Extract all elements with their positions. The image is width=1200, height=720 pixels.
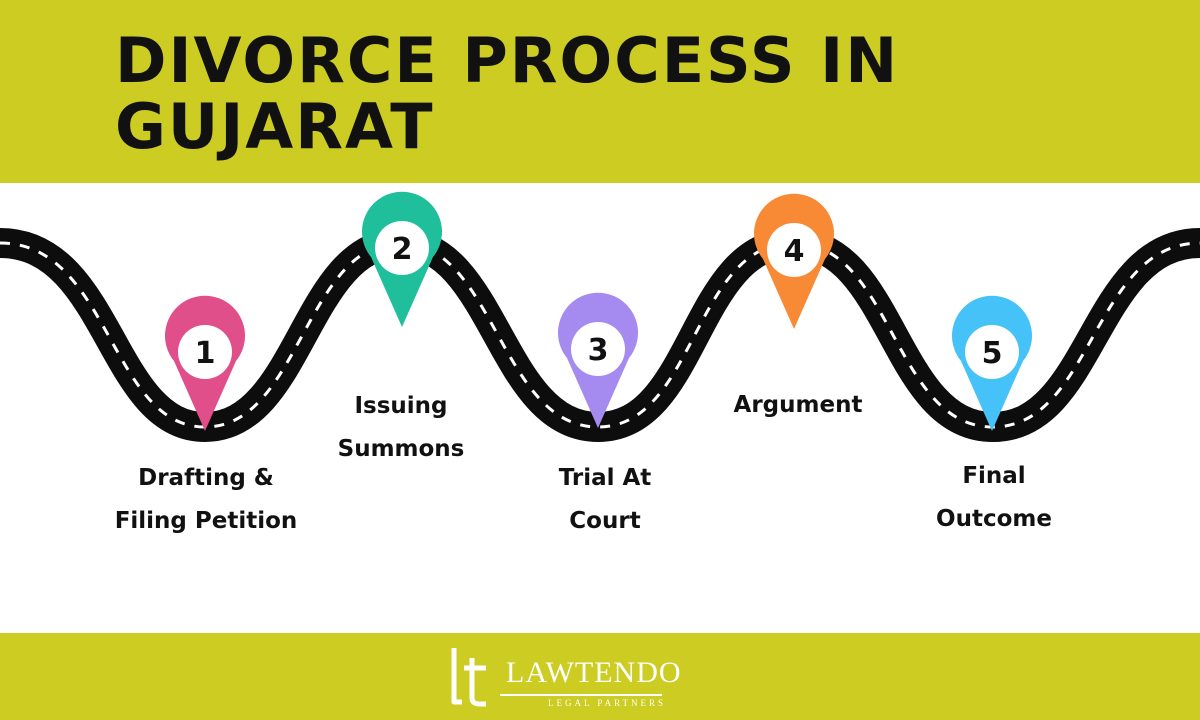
map-pin-2: 2: [362, 191, 442, 327]
step-label-2: Issuing Summons: [337, 393, 465, 462]
step-number-5: 5: [982, 336, 1003, 371]
page-title: DIVORCE PROCESS IN GUJARAT: [115, 24, 900, 163]
map-pin-4: 4: [754, 193, 834, 329]
title-banner: DIVORCE PROCESS IN GUJARAT: [0, 0, 1200, 183]
logo-name: LAWTENDO: [506, 656, 682, 689]
lawtendo-logo: LAWTENDO LEGAL PARTNERS: [448, 646, 778, 712]
roadmap-diagram: 1 2 3 4 5: [0, 191, 1200, 443]
map-pin-3: 3: [558, 292, 638, 428]
step-label-1: Drafting & Filing Petition: [114, 465, 298, 534]
map-pin-5: 5: [952, 295, 1032, 431]
logo-mark-icon: [451, 648, 486, 707]
step-number-4: 4: [784, 234, 805, 269]
footer-banner: LAWTENDO LEGAL PARTNERS: [0, 633, 1200, 720]
step-number-3: 3: [588, 333, 609, 368]
logo-divider: [500, 694, 662, 696]
step-label-3: Trial At Court: [558, 465, 652, 534]
logo-tagline: LEGAL PARTNERS: [548, 698, 667, 708]
step-number-1: 1: [195, 336, 216, 371]
step-label-4: Argument: [733, 392, 863, 418]
map-pin-1: 1: [165, 295, 245, 431]
step-label-5: Final Outcome: [936, 463, 1052, 532]
step-number-2: 2: [392, 232, 413, 267]
